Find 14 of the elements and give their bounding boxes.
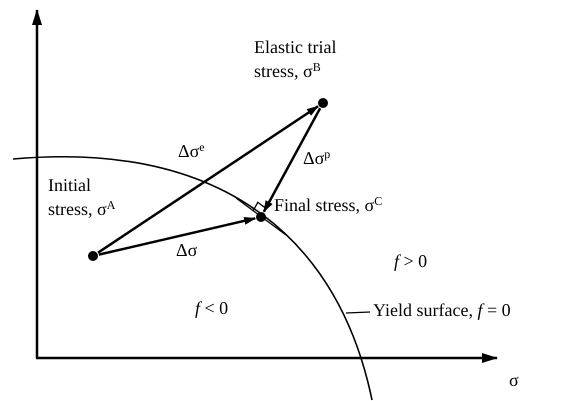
edge-label: Δσ$^{e}$ — [178, 139, 205, 163]
region-label: f < 0 — [195, 297, 228, 320]
arrow — [98, 216, 256, 256]
point-label: Final stress, σ$^{C}$ — [274, 193, 384, 217]
point-label: Initial stress, σ$^{A}$ — [48, 174, 116, 221]
arrow — [97, 105, 319, 254]
arrow — [262, 108, 322, 213]
point-label: Elastic trial stress, σ$^{B}$ — [254, 36, 338, 83]
edge-label: Δσ — [176, 239, 198, 262]
region-label: f > 0 — [394, 250, 428, 273]
axis-label: σ — [509, 369, 519, 392]
leader-line — [346, 311, 370, 314]
edge-label: Δσ$^{p}$ — [303, 146, 330, 170]
curve-label: Yield surface, f = 0 — [373, 298, 511, 322]
